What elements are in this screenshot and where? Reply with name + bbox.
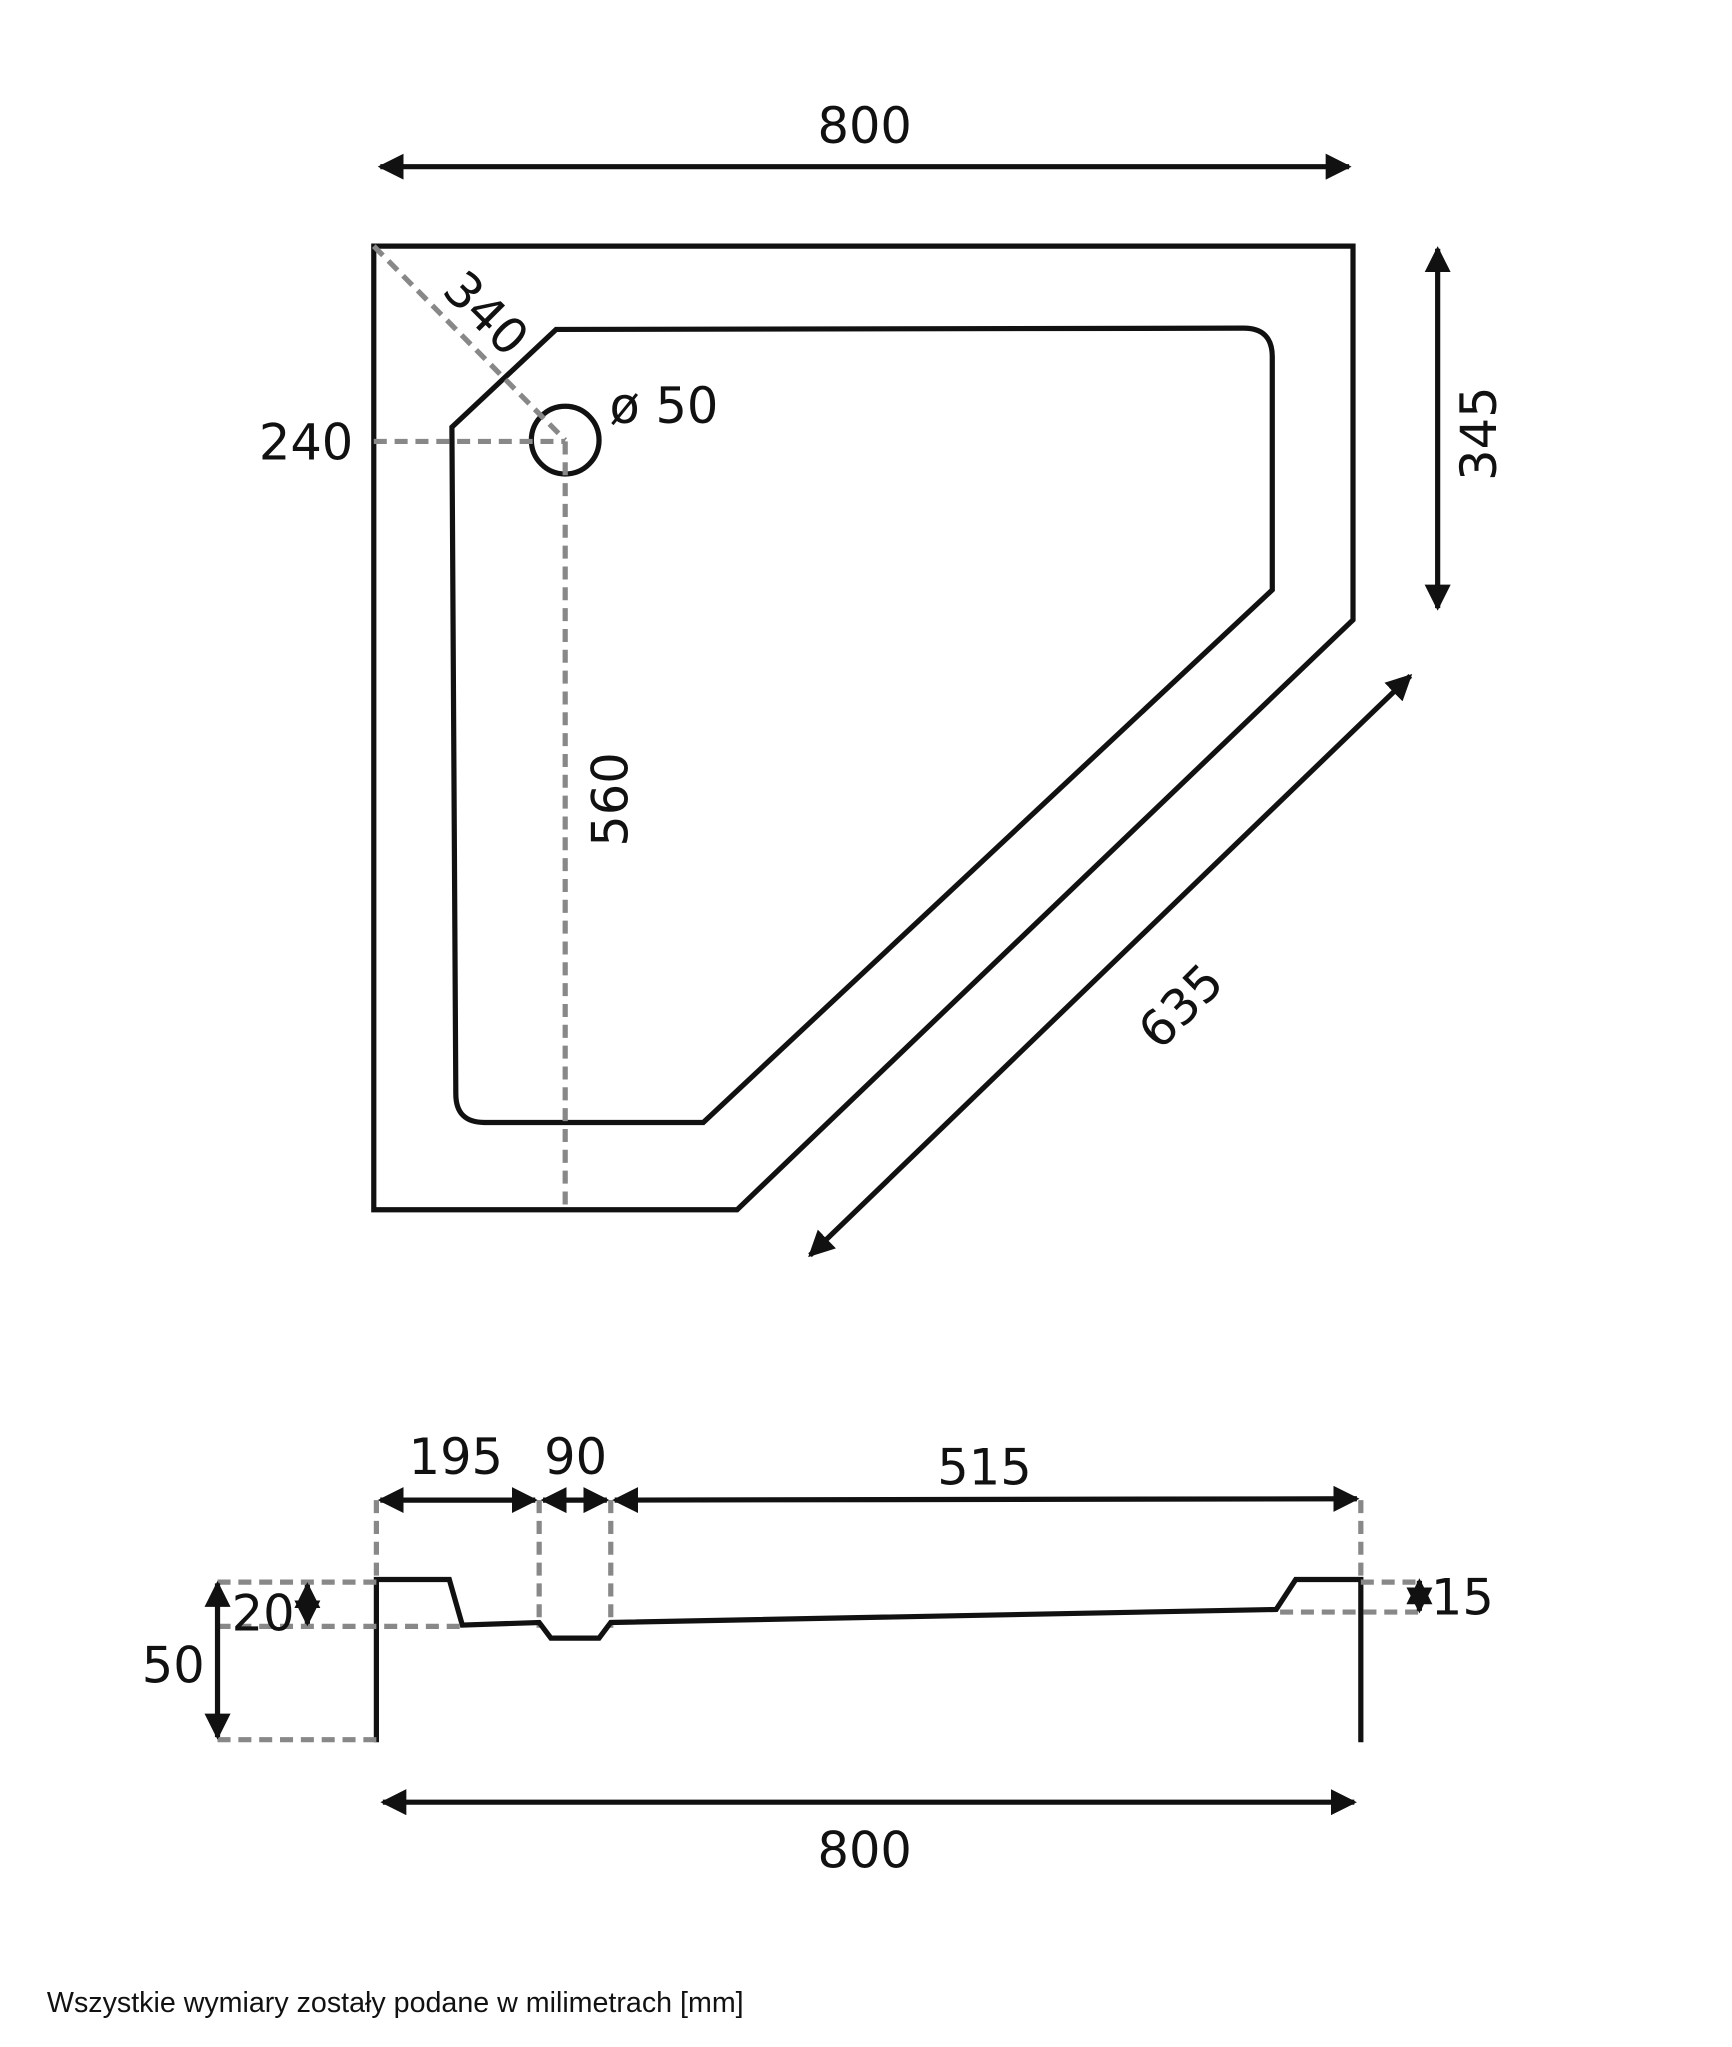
corner-diagonal-dashed [371,244,568,442]
rim-left-label: 20 [232,1584,295,1642]
rim-right-label: 15 [1431,1569,1494,1627]
drain-offset-label: 240 [259,414,353,472]
front-label: 635 [1127,952,1235,1060]
bottom-width-label: 800 [817,1821,911,1879]
width-label: 800 [817,97,911,155]
tray-profile [373,1576,1364,1743]
segment-1-label: 195 [409,1428,503,1486]
diagonal-corner-label: 340 [432,260,540,368]
segment-3-arrow [612,1485,1360,1514]
total-height-label: 50 [142,1636,205,1694]
side-view: 195 90 515 50 20 15 800 [142,1428,1494,1879]
segment-3-label: 515 [937,1438,1031,1496]
front-dimension-arrow [808,673,1413,1258]
footer-note: Wszystkie wymiary zostały podane w milim… [47,1987,744,2019]
top-view: 800 340 240 ø 50 560 345 635 [259,97,1508,1258]
segment-2-label: 90 [544,1428,607,1486]
inner-basin-outline [449,325,1275,1126]
drain-diameter-label: ø 50 [609,377,718,435]
outer-outline [371,243,1356,1213]
side-label: 345 [1450,386,1508,480]
drain-depth-label: 560 [582,752,640,846]
